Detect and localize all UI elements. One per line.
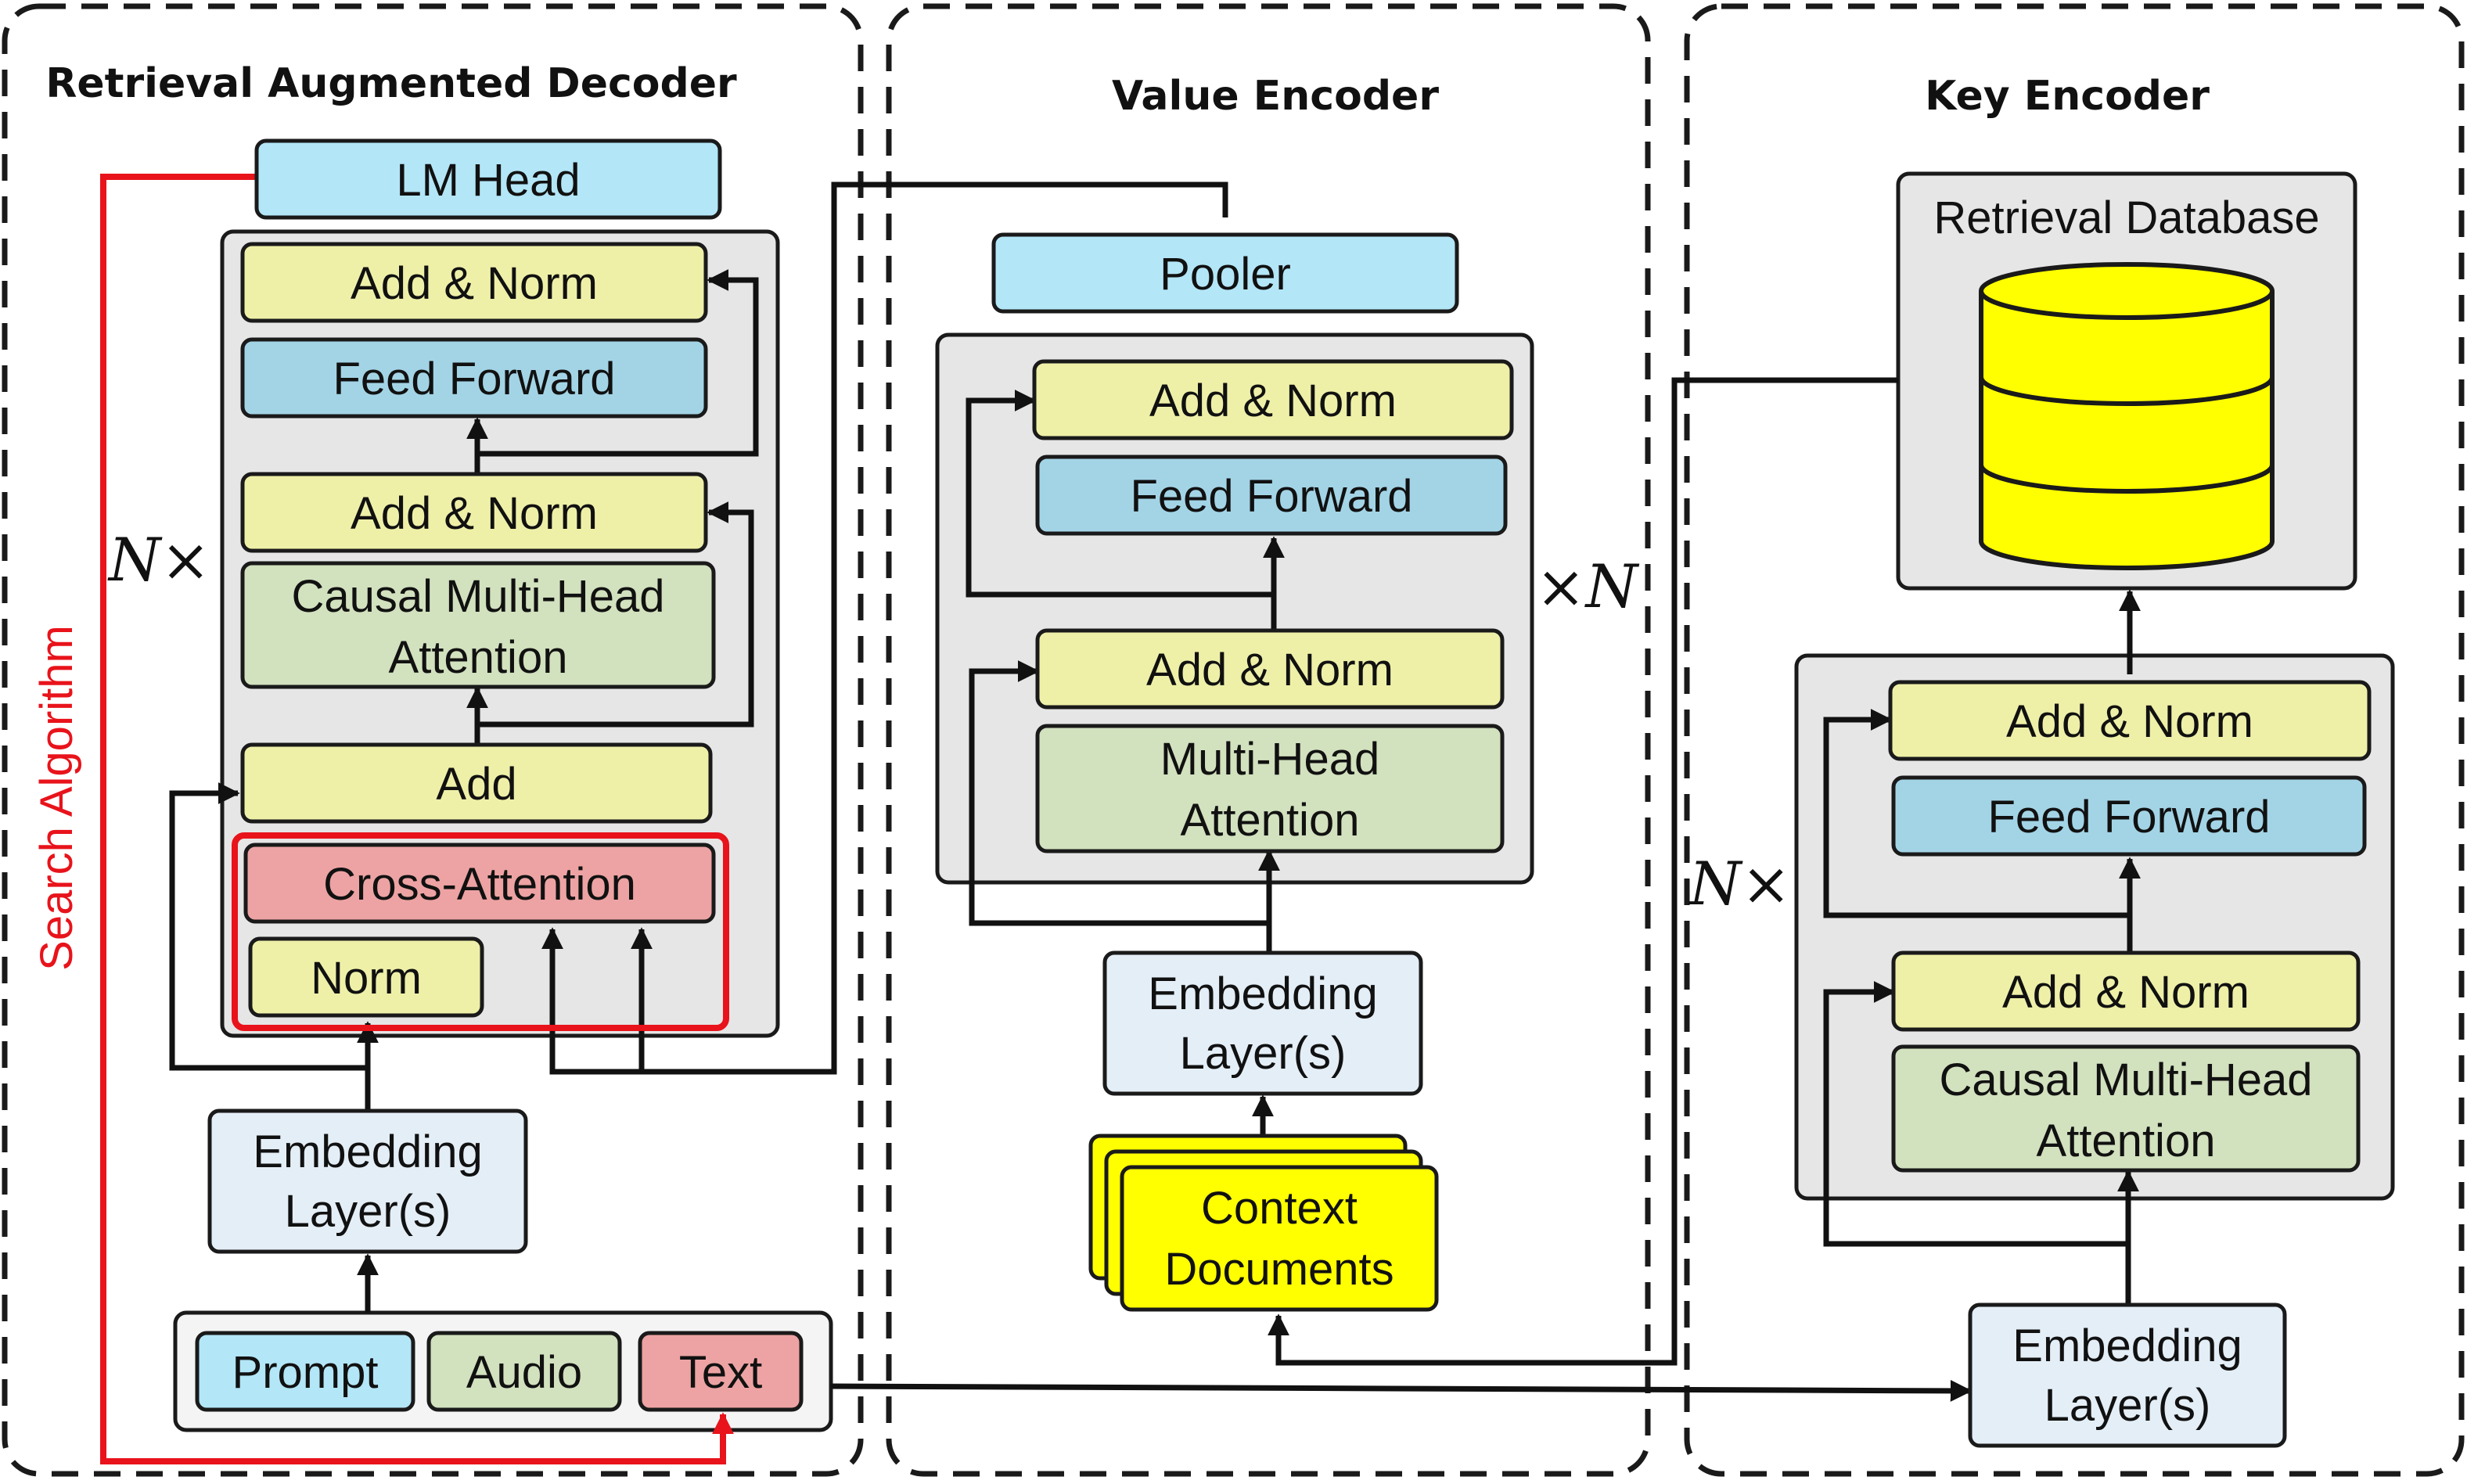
wire-decoder-residual-add	[169, 782, 368, 1071]
decoder-causal-attention-line1: Causal Multi-Head	[291, 571, 664, 622]
value-mha-line1: Multi-Head	[1160, 734, 1379, 785]
decoder-norm: Norm	[248, 936, 484, 1018]
decoder-add-norm-top-label: Add & Norm	[351, 258, 598, 309]
value-feed-forward: Feed Forward	[1035, 455, 1508, 536]
key-feed-forward: Feed Forward	[1891, 775, 2367, 857]
cross-attention-block: Cross-Attention	[243, 843, 716, 924]
key-embedding-line2: Layer(s)	[2044, 1380, 2211, 1431]
wire-key-residual-low	[1823, 981, 2128, 1247]
decoder-add-norm-mid: Add & Norm	[240, 472, 708, 553]
value-repeat-count: ×N	[1536, 552, 1640, 621]
key-encoder-panel	[1684, 3, 2465, 1477]
decoder-title: Retrieval Augmented Decoder	[45, 60, 737, 107]
wire-value-residual-high	[966, 390, 1274, 598]
context-documents-line1: Context	[1201, 1183, 1358, 1234]
value-encoder-title: Value Encoder	[1112, 73, 1439, 120]
decoder-embedding-line1: Embedding	[253, 1126, 482, 1177]
wire-key-residual-high	[1823, 709, 2130, 918]
decoder-add: Add	[240, 742, 713, 824]
decoder-causal-attention-line2: Attention	[389, 632, 568, 683]
wire-database-to-docs	[1268, 377, 1898, 1366]
value-feed-forward-label: Feed Forward	[1130, 471, 1412, 522]
value-mha-line2: Attention	[1181, 795, 1360, 846]
key-encoder-title: Key Encoder	[1925, 73, 2210, 120]
decoder-norm-label: Norm	[311, 953, 422, 1004]
key-embedding-line1: Embedding	[2012, 1321, 2242, 1371]
key-repeat-count: N×	[1688, 849, 1791, 918]
wire-value-residual-low	[969, 660, 1269, 926]
decoder-add-norm-top: Add & Norm	[240, 242, 708, 323]
value-add-norm-mid: Add & Norm	[1035, 628, 1505, 710]
search-algorithm-loop	[100, 174, 734, 1464]
decoder-feed-forward-label: Feed Forward	[333, 354, 615, 404]
decoder-repeat-count: N×	[107, 525, 210, 595]
cross-attention-highlight	[232, 832, 729, 1031]
wire-residual-to-addnorm-mid	[477, 501, 754, 728]
value-add-norm-top: Add & Norm	[1032, 359, 1514, 440]
value-add-norm-top-label: Add & Norm	[1149, 375, 1397, 426]
key-add-norm-mid-label: Add & Norm	[2002, 967, 2249, 1018]
wire-residual-to-addnorm-top	[477, 269, 759, 457]
decoder-embedding-line2: Layer(s)	[285, 1186, 451, 1237]
key-embedding: Embedding Layer(s)	[1968, 1303, 2287, 1448]
wire-text-to-key-embed	[830, 1379, 1973, 1402]
decoder-embedding: Embedding Layer(s)	[207, 1109, 528, 1254]
wire-value-to-cross-attention	[541, 181, 1228, 1075]
key-causal-attention-line1: Causal Multi-Head	[1939, 1055, 2312, 1105]
input-audio-label: Audio	[466, 1347, 582, 1398]
value-embedding: Embedding Layer(s)	[1102, 950, 1423, 1096]
value-embedding-line2: Layer(s)	[1180, 1028, 1347, 1079]
lm-head-block: LM Head	[254, 138, 722, 220]
key-add-norm-top: Add & Norm	[1888, 680, 2372, 761]
input-text-label: Text	[679, 1347, 762, 1398]
key-causal-attention: Causal Multi-Head Attention	[1891, 1044, 2361, 1173]
input-text: Text	[638, 1331, 804, 1412]
decoder-add-label: Add	[436, 759, 516, 810]
key-causal-attention-line2: Attention	[2037, 1116, 2216, 1166]
lm-head-label: LM Head	[396, 155, 580, 206]
decoder-add-norm-mid-label: Add & Norm	[351, 488, 598, 539]
decoder-causal-attention: Causal Multi-Head Attention	[240, 561, 716, 689]
key-add-norm-mid: Add & Norm	[1891, 950, 2361, 1032]
decoder-panel	[2, 3, 864, 1477]
search-algorithm-label: Search Algorithm	[31, 625, 82, 971]
database-cylinder-icon	[1979, 262, 2275, 570]
context-documents-stack: Context Documents	[1088, 1134, 1439, 1312]
pooler-block: Pooler	[991, 232, 1459, 314]
key-add-norm-top-label: Add & Norm	[2006, 696, 2253, 747]
pooler-label: Pooler	[1160, 249, 1291, 300]
retrieval-database-label: Retrieval Database	[1933, 192, 2319, 243]
key-feed-forward-label: Feed Forward	[1987, 792, 2270, 843]
context-documents-line2: Documents	[1164, 1244, 1394, 1295]
input-prompt-label: Prompt	[232, 1347, 379, 1398]
value-multi-head-attention: Multi-Head Attention	[1035, 724, 1505, 853]
input-audio: Audio	[426, 1331, 622, 1412]
decoder-feed-forward: Feed Forward	[240, 337, 708, 419]
value-embedding-line1: Embedding	[1148, 968, 1377, 1019]
cross-attention-label: Cross-Attention	[323, 859, 636, 910]
value-add-norm-mid-label: Add & Norm	[1146, 645, 1394, 695]
input-prompt: Prompt	[195, 1331, 415, 1412]
value-encoder-panel	[886, 3, 1651, 1477]
